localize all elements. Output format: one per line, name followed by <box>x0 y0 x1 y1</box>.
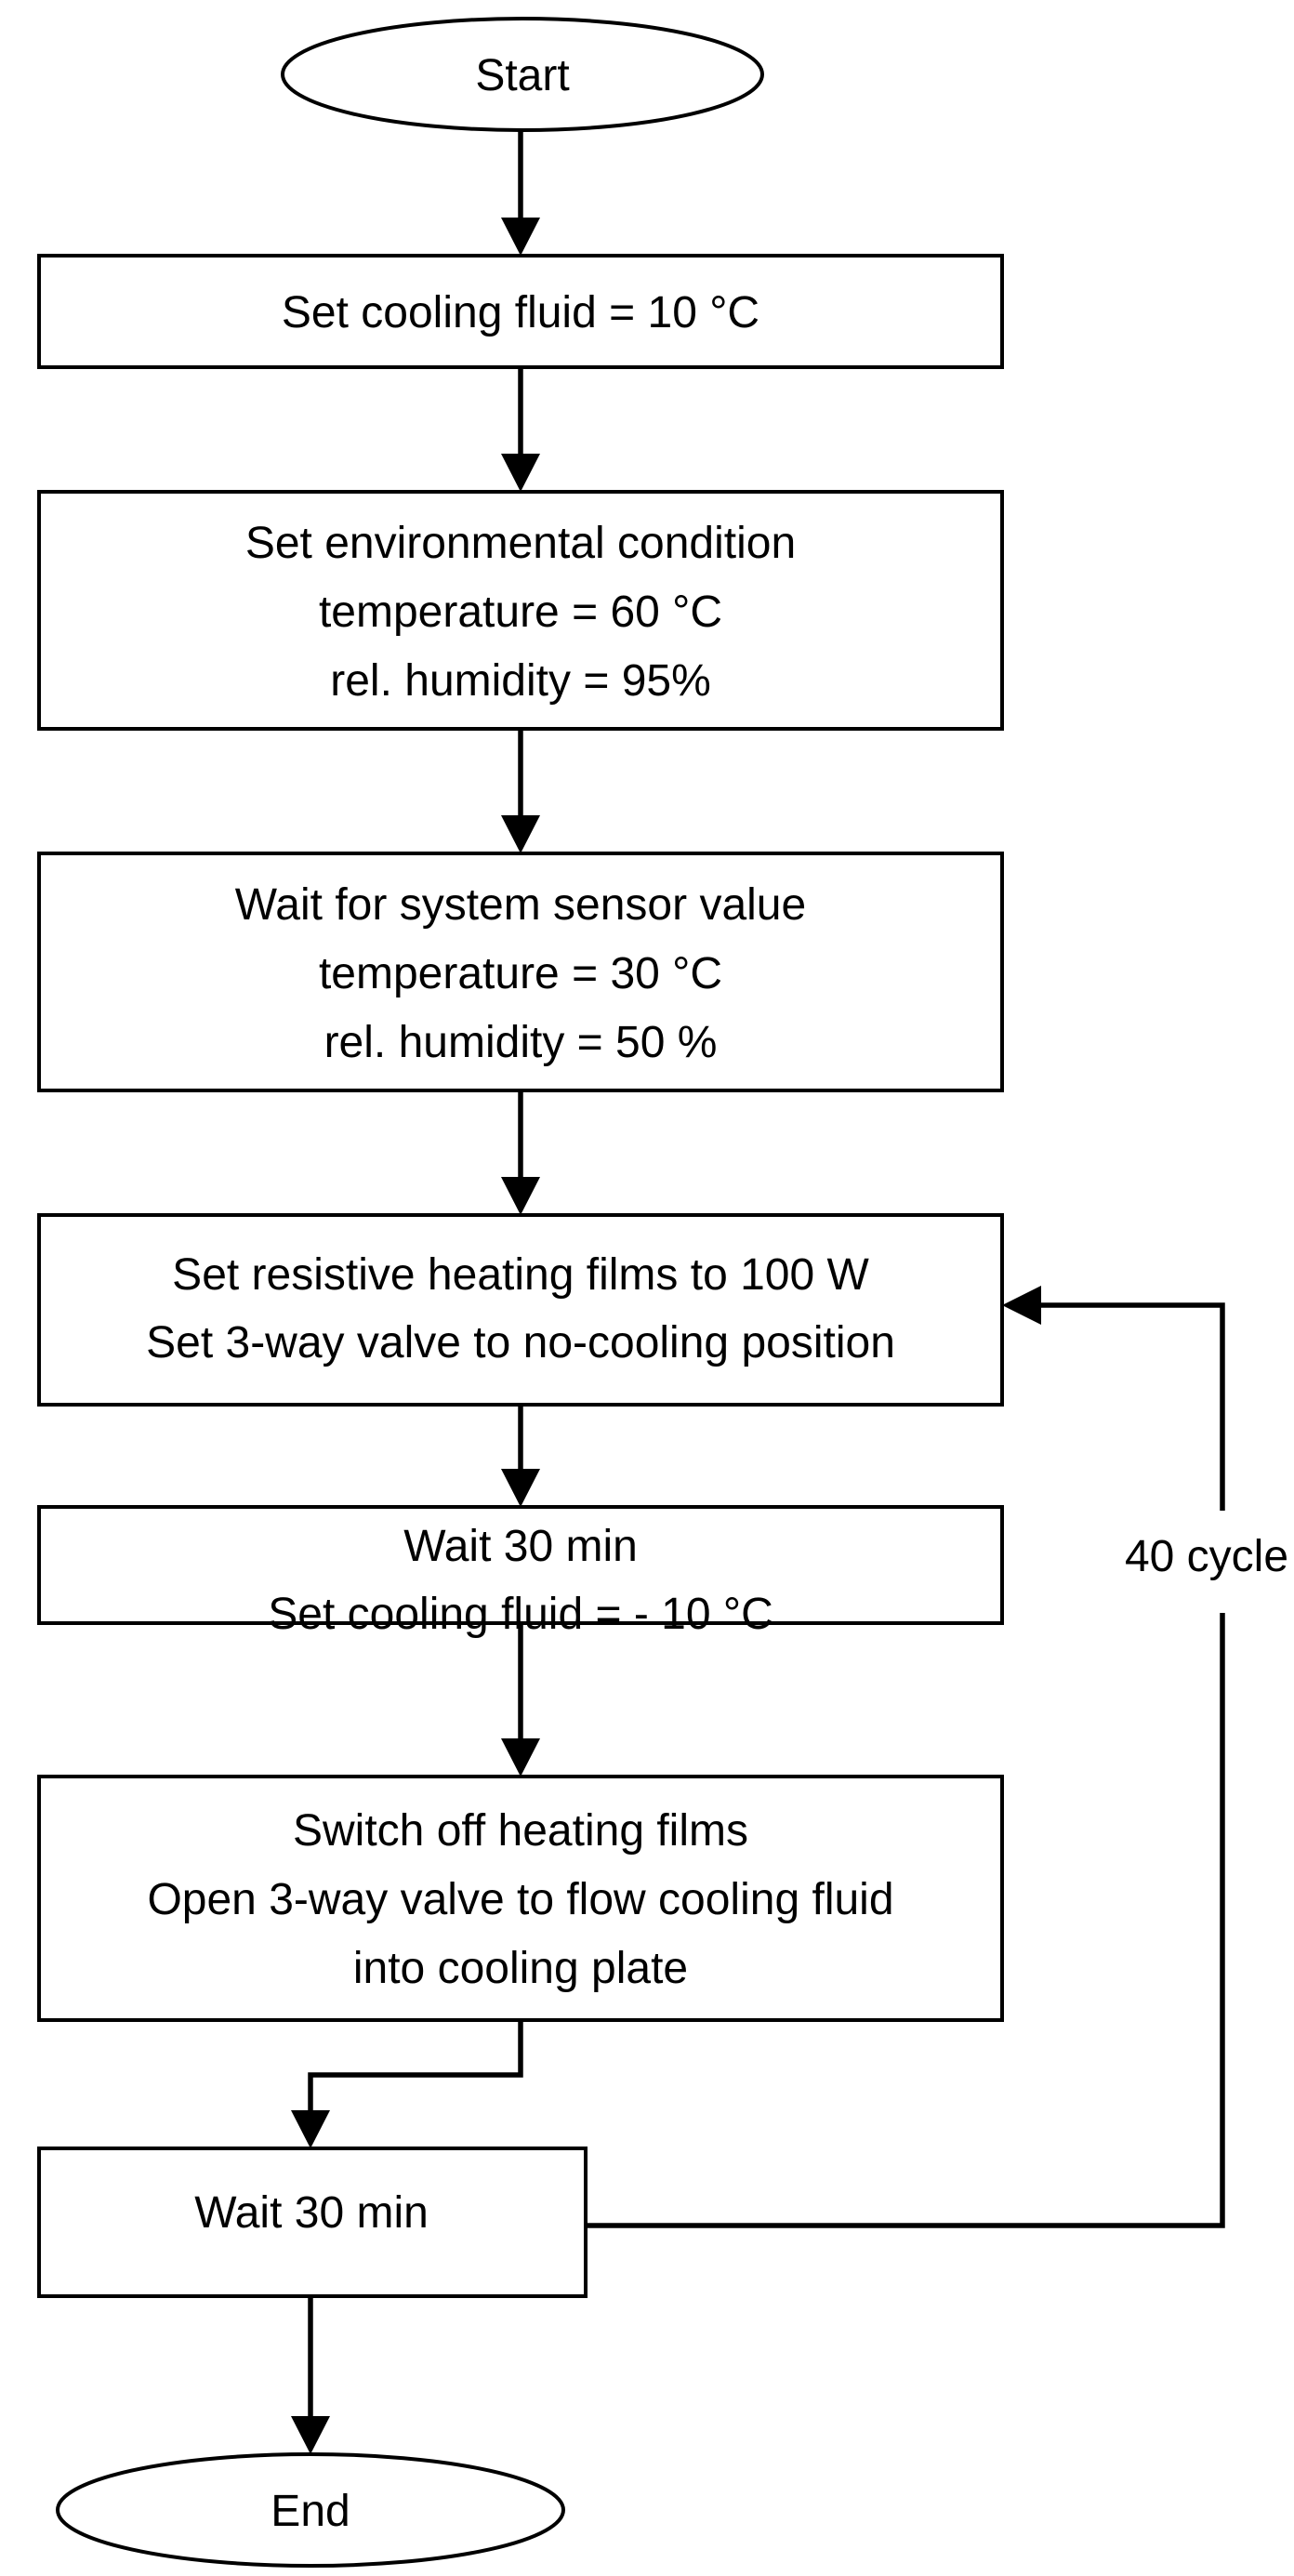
connector-step5-to-step6 <box>501 1623 540 1777</box>
wait-30-min-step: Wait 30 min <box>37 2147 588 2298</box>
set-heating-films-step: Set resistive heating films to 100 W Set… <box>37 1213 1004 1407</box>
arrowhead-icon <box>501 218 540 256</box>
connector-step7-to-end <box>291 2296 330 2454</box>
step-text-line: Wait 30 min <box>403 1522 638 1571</box>
arrowhead-icon <box>501 815 540 853</box>
step-text-line: temperature = 60 °C <box>319 588 722 637</box>
loop-back-connector: 40 cycle <box>586 1286 1288 2228</box>
step-text-line: Set resistive heating films to 100 W <box>172 1250 869 1300</box>
step-text-line: into cooling plate <box>353 1944 688 1993</box>
arrowhead-icon <box>501 1738 540 1777</box>
step-text-line: Wait for system sensor value <box>235 880 806 930</box>
end-terminator: End <box>56 2452 565 2568</box>
step-text-line: Open 3-way valve to flow cooling fluid <box>147 1875 893 1924</box>
connector-step4-to-step5 <box>501 1405 540 1507</box>
start-label: Start <box>475 51 569 100</box>
connector-step3-to-step4 <box>501 1090 540 1215</box>
step-text-line: rel. humidity = 95% <box>330 656 711 706</box>
step-text-line: temperature = 30 °C <box>319 949 722 998</box>
wait-and-set-cooling-step: Wait 30 min Set cooling fluid = - 10 °C <box>37 1505 1004 1639</box>
set-environmental-condition-step: Set environmental condition temperature … <box>37 490 1004 731</box>
arrowhead-icon <box>291 2416 330 2454</box>
connector-start-to-step1 <box>501 130 540 256</box>
arrowhead-icon <box>501 1469 540 1507</box>
arrowhead-icon <box>291 2110 330 2148</box>
connector-step1-to-step2 <box>501 367 540 492</box>
arrowhead-icon <box>501 454 540 492</box>
start-terminator: Start <box>281 17 764 132</box>
step-text-line: Set cooling fluid = 10 °C <box>282 288 759 337</box>
step-text-line: Switch off heating films <box>293 1806 748 1856</box>
loop-cycle-label: 40 cycle <box>1125 1532 1288 1581</box>
set-cooling-fluid-step: Set cooling fluid = 10 °C <box>37 254 1004 369</box>
step-text-line: Set environmental condition <box>245 519 796 568</box>
wait-for-sensor-step: Wait for system sensor value temperature… <box>37 852 1004 1092</box>
end-label: End <box>271 2487 350 2536</box>
switch-off-heating-step: Switch off heating films Open 3-way valv… <box>37 1775 1004 2022</box>
step-text-line: rel. humidity = 50 % <box>324 1018 718 1067</box>
connector-step2-to-step3 <box>501 729 540 853</box>
step-text-line: Wait 30 min <box>194 2188 429 2238</box>
connector-step6-to-step7 <box>291 2020 523 2148</box>
arrowhead-icon <box>1002 1286 1041 1325</box>
step-text-line: Set 3-way valve to no-cooling position <box>146 1318 895 1367</box>
arrowhead-icon <box>501 1177 540 1215</box>
